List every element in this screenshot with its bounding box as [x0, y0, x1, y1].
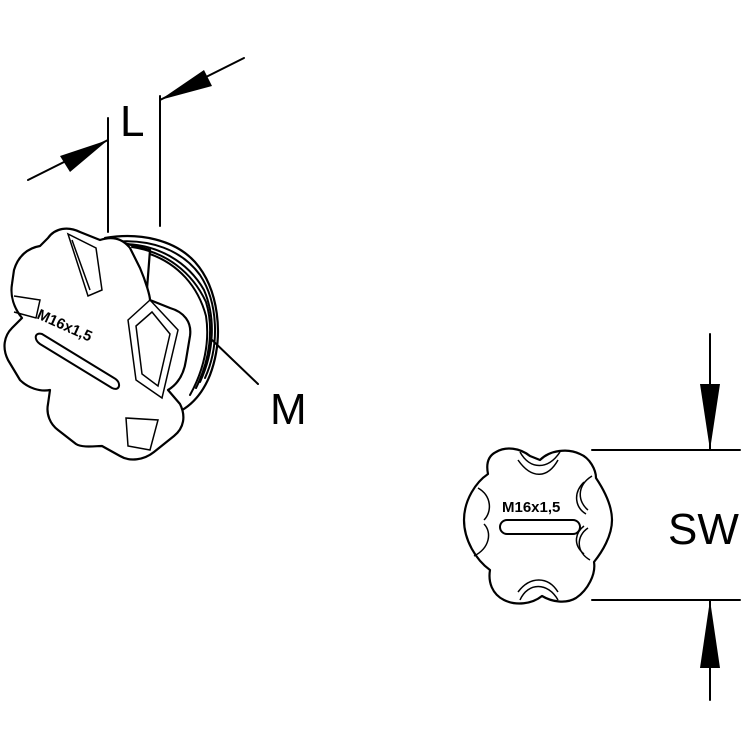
length-dimension: L: [27, 57, 245, 233]
thread-marking-front: M16x1,5: [502, 499, 560, 516]
front-view: M16x1,5 SW: [462, 333, 741, 701]
thread-label: M: [270, 385, 307, 434]
slot: [499, 519, 581, 535]
isometric-view: M16x1,5 L M: [3, 57, 307, 461]
arrow-down: [700, 384, 720, 450]
arrow-up: [700, 600, 720, 668]
star-head: M16x1,5: [3, 227, 192, 461]
length-label: L: [120, 97, 144, 146]
arrow-right: [160, 70, 212, 100]
sw-label: SW: [668, 505, 739, 554]
arrow-left: [60, 140, 108, 172]
thread-callout: M: [209, 337, 307, 434]
sw-dimension: SW: [591, 333, 741, 701]
